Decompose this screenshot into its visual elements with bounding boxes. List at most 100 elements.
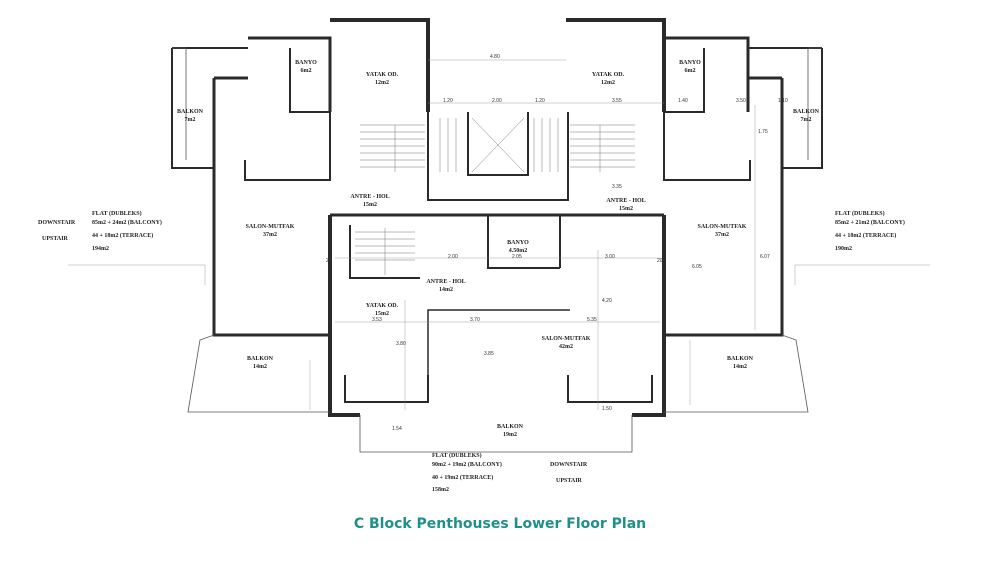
dimension-label: 3.85 <box>484 351 494 357</box>
flat-terrace-line: 44 + 18m2 (TERRACE) <box>835 232 896 239</box>
room-area: 4.50m2 <box>509 248 528 254</box>
dimension-label: 5.35 <box>587 317 597 323</box>
flat-balcony-line: 85m2 + 21m2 (BALCONY) <box>835 219 905 226</box>
dimension-label: 6.07 <box>760 254 770 260</box>
dimension-label: 3.35 <box>612 184 622 190</box>
flat-terrace-line: 40 + 19m2 (TERRACE) <box>432 474 493 481</box>
flat-total: 194m2 <box>92 246 109 252</box>
dimension-label: 2.05 <box>512 254 522 260</box>
stairs <box>355 117 635 275</box>
dimension-label: 3.53 <box>372 317 382 323</box>
dimension-label: 1.10 <box>778 98 788 104</box>
svg-text:YATAK OD.15m2: YATAK OD. 15m2 <box>366 303 399 317</box>
room-area: 7m2 <box>801 117 812 123</box>
dimension-label: 1.40 <box>678 98 688 104</box>
flat-title: FLAT (DUBLEKS) <box>92 210 142 217</box>
room-labels: BANYO 6m2 YATAK OD. 12m2 YATAK OD. 12m2 BAN… <box>177 60 820 438</box>
room-name: BALKON <box>793 109 820 115</box>
dimension-label: 3.70 <box>470 317 480 323</box>
room-name: ANTRE - HOL <box>606 198 645 204</box>
dimension-label: 20 <box>326 258 332 264</box>
room-area: 15m2 <box>375 311 389 317</box>
svg-text:YATAK OD.12m2: YATAK OD. 12m2 <box>366 72 399 86</box>
dimension-label: 4.80 <box>490 54 500 60</box>
room-area: 15m2 <box>619 206 633 212</box>
room-name: BANYO <box>295 60 317 66</box>
room-name: SALON-MUTFAK <box>542 336 591 342</box>
room-name: ANTRE - HOL <box>350 194 389 200</box>
room-name: BANYO <box>679 60 701 66</box>
dimension-label: 1.75 <box>758 129 768 135</box>
dimension-labels: 4.80 1.20 2.00 1.20 3.55 1.40 3.50 1.10 … <box>326 54 788 432</box>
dimension-label: 6.05 <box>692 264 702 270</box>
room-name: BALKON <box>727 356 754 362</box>
dimension-label: 2.00 <box>448 254 458 260</box>
room-name: BANYO <box>507 240 529 246</box>
plan-caption: C Block Penthouses Lower Floor Plan <box>353 516 647 532</box>
flat-total: 190m2 <box>835 246 852 252</box>
dimension-label: 20 <box>657 258 663 264</box>
room-name: YATAK OD. <box>592 72 625 78</box>
upstair-label: UPSTAIR <box>556 478 583 484</box>
upstair-label: UPSTAIR <box>42 236 69 242</box>
room-area: 15m2 <box>363 202 377 208</box>
dimension-label: 4.20 <box>602 298 612 304</box>
room-name: BALKON <box>497 424 524 430</box>
balconies <box>172 47 822 453</box>
room-area: 12m2 <box>601 80 615 86</box>
room-name: BALKON <box>177 109 204 115</box>
room-area: 6m2 <box>685 68 696 74</box>
flat-summary-bottom: FLAT (DUBLEKS) 90m2 + 19m2 (BALCONY) 40 … <box>432 452 588 493</box>
dimension-lines <box>68 59 930 410</box>
dimension-label: 3.00 <box>605 254 615 260</box>
room-area: 6m2 <box>301 68 312 74</box>
walls <box>171 18 823 417</box>
room-name: SALON-MUTFAK <box>698 224 747 230</box>
dimension-label: 3.55 <box>612 98 622 104</box>
room-area: 14m2 <box>253 364 267 370</box>
room-area: 12m2 <box>375 80 389 86</box>
flat-summary-left: DOWNSTAIR UPSTAIR FLAT (DUBLEKS) 85m2 + … <box>38 210 162 252</box>
dimension-label: 2.00 <box>492 98 502 104</box>
dimension-label: 1.54 <box>392 426 402 432</box>
room-name: SALON-MUTFAK <box>246 224 295 230</box>
room-area: 37m2 <box>263 232 277 238</box>
room-name: ANTRE - HOL <box>426 279 465 285</box>
flat-title: FLAT (DUBLEKS) <box>835 210 885 217</box>
floor-plan: BANYO 6m2 YATAK OD. 12m2 YATAK OD. 12m2 BAN… <box>38 18 930 493</box>
downstair-label: DOWNSTAIR <box>550 462 588 468</box>
room-area: 19m2 <box>503 432 517 438</box>
room-area: 14m2 <box>733 364 747 370</box>
flat-total: 158m2 <box>432 487 449 493</box>
dimension-label: 1.50 <box>602 406 612 412</box>
room-name: BALKON <box>247 356 274 362</box>
floor-plan-drawing: BANYO 6m2 YATAK OD. 12m2 YATAK OD. 12m2 BAN… <box>38 18 930 493</box>
downstair-label: DOWNSTAIR <box>38 220 76 226</box>
dimension-label: 1.20 <box>443 98 453 104</box>
dimension-label: 3.50 <box>736 98 746 104</box>
room-area: 14m2 <box>439 287 453 293</box>
room-area: 7m2 <box>185 117 196 123</box>
room-area: 37m2 <box>715 232 729 238</box>
room-name: YATAK OD. <box>366 72 399 78</box>
flat-balcony-line: 90m2 + 19m2 (BALCONY) <box>432 461 502 468</box>
room-area: 42m2 <box>559 344 573 350</box>
flat-terrace-line: 44 + 18m2 (TERRACE) <box>92 232 153 239</box>
svg-text:YATAK OD.12m2: YATAK OD. 12m2 <box>592 72 625 86</box>
dimension-label: 3.80 <box>396 341 406 347</box>
flat-balcony-line: 85m2 + 24m2 (BALCONY) <box>92 219 162 226</box>
room-name: YATAK OD. <box>366 303 399 309</box>
